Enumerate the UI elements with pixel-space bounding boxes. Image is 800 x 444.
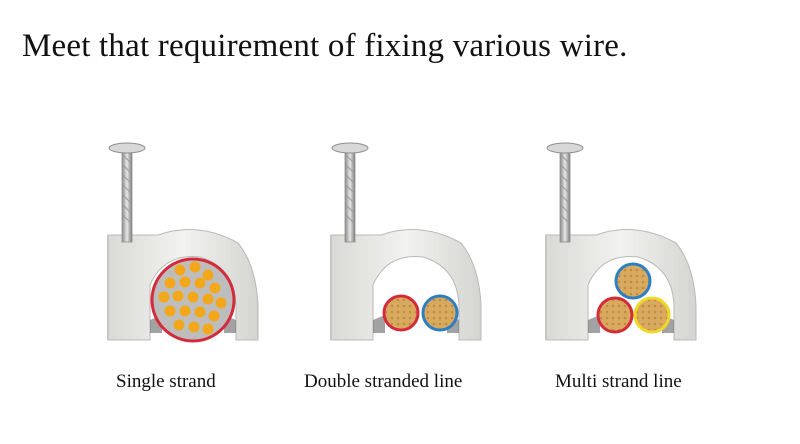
single-strand-wire-icon — [107, 142, 259, 343]
caption-single-strand: Single strand — [116, 371, 216, 392]
caption-multi-strand: Multi strand line — [555, 371, 682, 392]
cable-clip-multi — [538, 135, 718, 355]
cable-clip-single — [100, 135, 280, 355]
double-strand-wire-icon — [330, 142, 482, 341]
cable-clip-double — [323, 135, 503, 355]
caption-double-stranded: Double stranded line — [304, 371, 463, 392]
multi-strand-wire-icon — [545, 142, 697, 341]
headline: Meet that requirement of fixing various … — [22, 28, 628, 64]
